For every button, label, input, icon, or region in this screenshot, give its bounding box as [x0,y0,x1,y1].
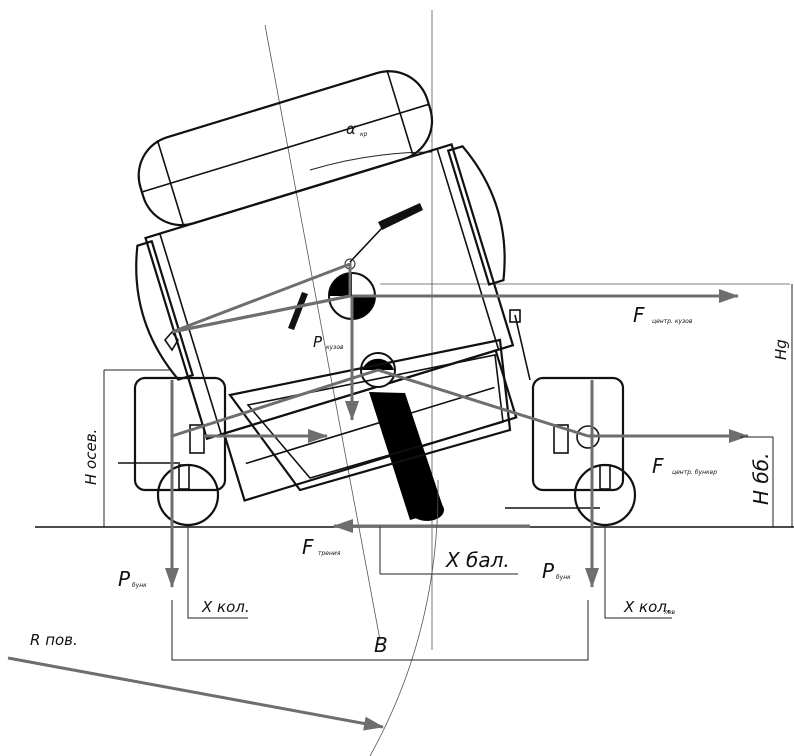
label-hg: Hg [772,339,790,360]
label-f-hopper: F [652,454,664,478]
label-x-wheel-left: X кол. [201,598,250,616]
label-r-turn: R пов. [30,631,78,649]
force-link-tilt [171,294,351,334]
label-f-body-sub: центр. кузов [652,318,693,325]
label-x-wheel-right: X кол. [623,598,672,616]
label-x-wheel-right-sub: лев [663,609,676,616]
inclined-axis [264,24,381,641]
dim-x-wheel-left [187,526,248,619]
force-link-mid-left [171,368,379,438]
base-inner [246,354,504,479]
right-strut [514,314,531,381]
label-p-hopper-left: P [118,567,131,591]
label-p-hopper-left-sub: бунк [132,582,147,589]
label-f-body: F [633,303,645,327]
arrow-r-turn [7,656,384,731]
lever [378,203,423,230]
left-strut [163,330,179,352]
left-wheel-assembly [118,376,227,527]
alpha-sub: кр [360,131,368,138]
right-strut-cap [509,309,521,323]
label-p-body-sub: кузов [326,344,344,351]
label-x-beam: X бал. [445,548,510,572]
label-f-friction-sub: трения [318,550,341,557]
turn-radius-arc [369,479,439,756]
label-f-hopper-sub: центр. бункер [672,469,717,476]
right-wheel-assembly [505,376,637,527]
label-h-axle: H осев. [82,429,100,485]
handle-left [288,292,308,330]
tilted-body [135,69,518,502]
label-p-hopper-right-sub: бунк [556,574,571,581]
label-b: B [374,633,388,657]
alpha-label: α [346,120,356,138]
lever-arm [349,227,383,263]
dim-b [171,600,589,661]
force-link-left [171,261,352,334]
dim-x-wheel-right [604,526,672,619]
base-frame [228,338,512,492]
force-link-mid-right [377,368,589,438]
label-p-hopper-right: P [542,559,555,583]
label-h-hopper: H бб. [749,453,773,505]
label-p-body: P [313,333,323,351]
label-f-friction: F [302,535,314,559]
